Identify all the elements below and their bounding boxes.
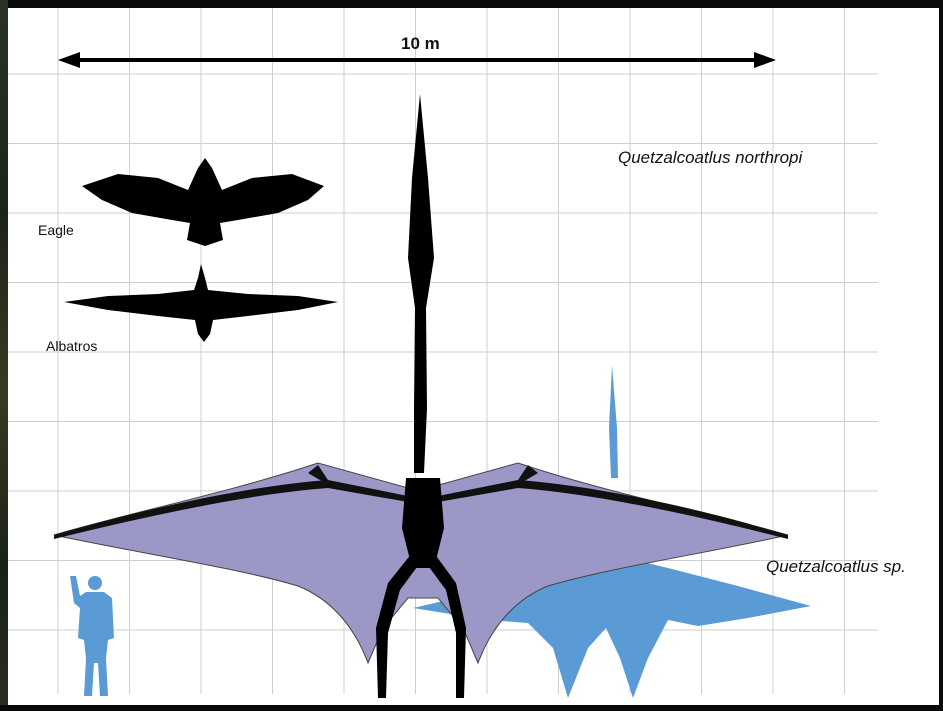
albatros-silhouette [64, 264, 338, 342]
frame-top-border [0, 0, 943, 8]
species-label-northropi: Quetzalcoatlus northropi [618, 148, 803, 167]
scale-bar [58, 52, 776, 68]
quetzalcoatlus-northropi-silhouette [53, 94, 789, 698]
scale-bar-label: 10 m [401, 34, 440, 53]
species-label-sp: Quetzalcoatlus sp. [766, 557, 906, 576]
background-grid [8, 8, 878, 694]
albatros-label: Albatros [46, 338, 98, 354]
frame-bottom-border [0, 705, 943, 711]
size-comparison-diagram [8, 8, 878, 698]
frame-left-border [0, 0, 8, 711]
eagle-label: Eagle [38, 222, 74, 238]
frame-right-border [939, 0, 943, 711]
size-comparison-canvas: 10 m Quetzalcoatlus northropi Quetzalcoa… [8, 8, 939, 705]
human-silhouette [70, 576, 114, 696]
eagle-silhouette [82, 158, 324, 246]
